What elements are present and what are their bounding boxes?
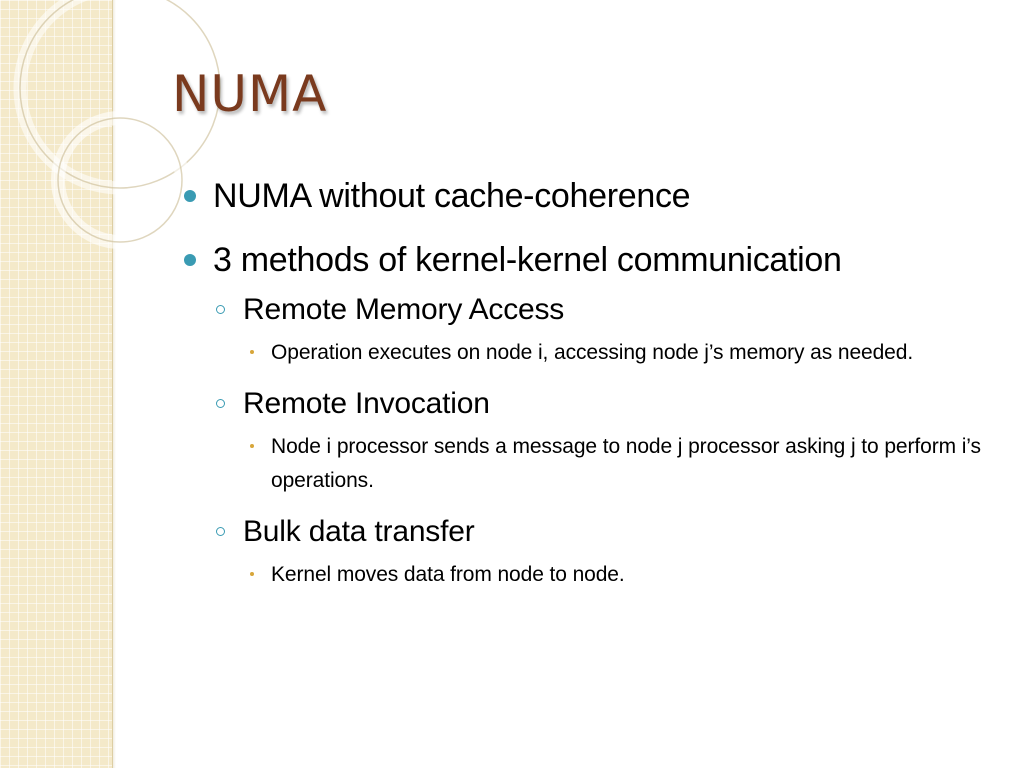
bullet-item: 3 methods of kernel-kernel communication… (184, 236, 1014, 592)
ring-bullet-icon (216, 305, 225, 314)
decorative-rings-icon (13, 0, 227, 249)
slide-content: NUMA without cache-coherence 3 methods o… (184, 172, 1014, 608)
detail-text: Operation executes on node i, accessing … (271, 341, 914, 364)
sub-bullet-list: Remote Memory Access Operation executes … (184, 290, 1014, 592)
detail-item: Operation executes on node i, accessing … (184, 336, 991, 370)
detail-list: Operation executes on node i, accessing … (184, 336, 1014, 370)
sub-bullet-text: Remote Memory Access (243, 293, 565, 326)
detail-text: Node i processor sends a message to node… (271, 435, 981, 492)
bullet-item: NUMA without cache-coherence (184, 172, 1014, 220)
bullet-text: NUMA without cache-coherence (213, 177, 691, 215)
bullet-text: 3 methods of kernel-kernel communication (213, 241, 842, 279)
small-dot-bullet-icon (250, 572, 254, 576)
small-dot-bullet-icon (250, 350, 254, 354)
sub-bullet-item: Remote Memory Access Operation executes … (184, 290, 1014, 370)
detail-list: Node i processor sends a message to node… (184, 430, 1014, 498)
detail-item: Node i processor sends a message to node… (184, 430, 991, 498)
sub-bullet-item: Bulk data transfer Kernel moves data fro… (184, 512, 1014, 592)
bullet-dot-icon (184, 254, 196, 266)
detail-item: Kernel moves data from node to node. (184, 558, 991, 592)
ring-bullet-icon (216, 527, 225, 536)
sub-bullet-text: Bulk data transfer (243, 515, 475, 548)
small-dot-bullet-icon (250, 444, 254, 448)
bullet-list: NUMA without cache-coherence 3 methods o… (184, 172, 1014, 592)
sub-bullet-item: Remote Invocation Node i processor sends… (184, 384, 1014, 498)
ring-bullet-icon (216, 399, 225, 408)
detail-list: Kernel moves data from node to node. (184, 558, 1014, 592)
sub-bullet-text: Remote Invocation (243, 387, 490, 420)
bullet-dot-icon (184, 190, 196, 202)
slide-title: NUMA (172, 65, 328, 123)
detail-text: Kernel moves data from node to node. (271, 563, 625, 586)
